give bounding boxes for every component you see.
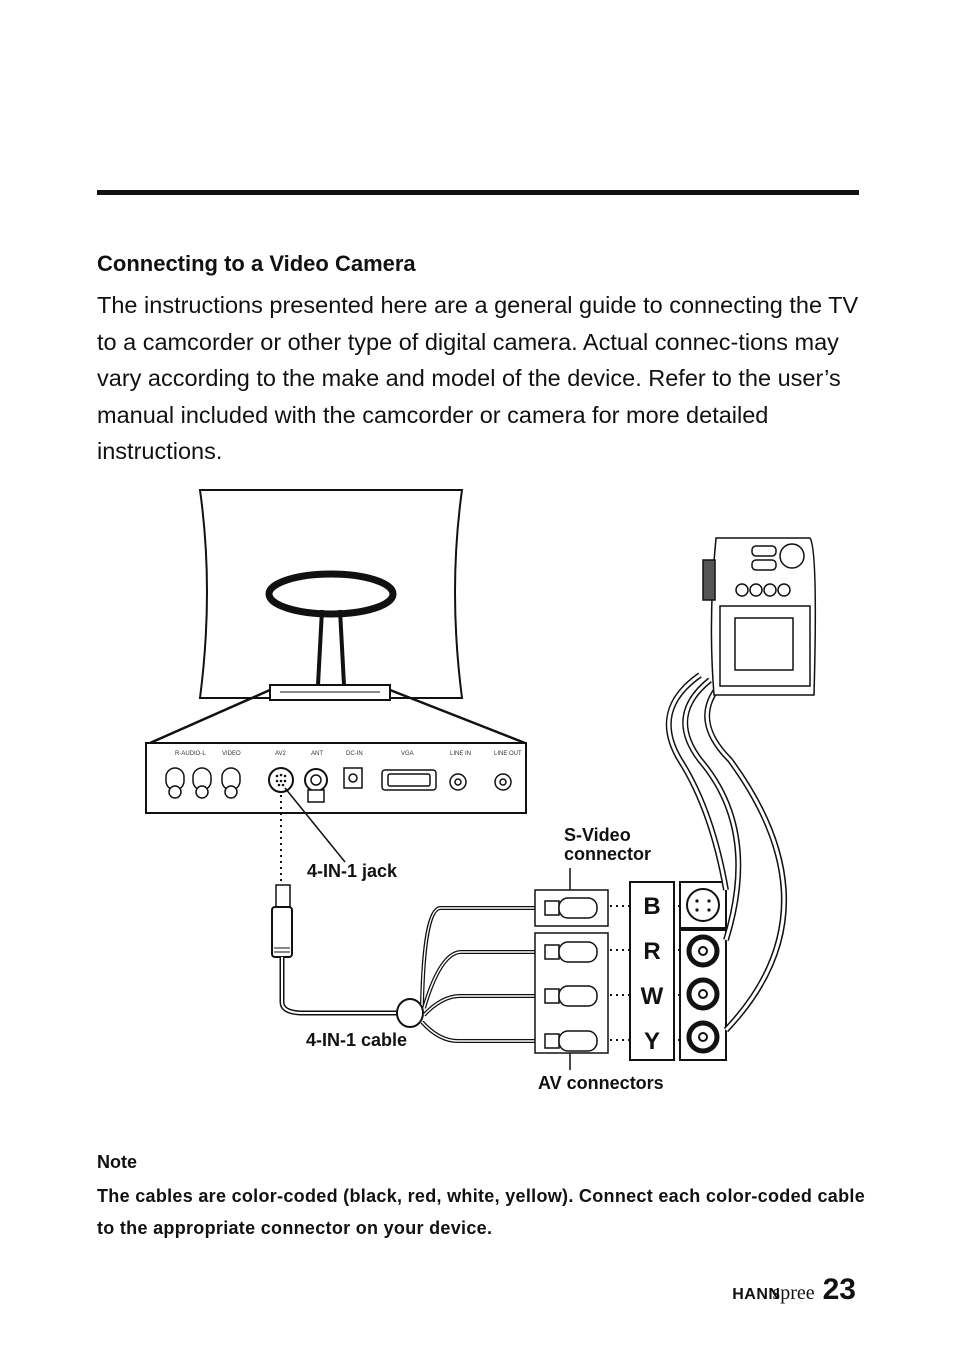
note-label: Note bbox=[97, 1152, 137, 1172]
letter-w: W bbox=[641, 983, 664, 1010]
page-footer: HANNspree 23 bbox=[732, 1273, 856, 1307]
dotted-connection-lines bbox=[610, 905, 682, 1041]
top-rule bbox=[97, 190, 859, 195]
camera-cables bbox=[665, 672, 787, 1033]
zoom-lines bbox=[149, 688, 526, 745]
tv-back-illustration bbox=[198, 489, 464, 701]
cable-label: 4-IN-1 cable bbox=[306, 1030, 407, 1050]
port-panel: R-AUDIO-L VIDEO AV2 ANT DC-IN VGA LINE I… bbox=[145, 742, 527, 814]
intro-paragraph: The instructions presented here are a ge… bbox=[97, 292, 859, 465]
svideo-label-line2: connector bbox=[564, 844, 651, 864]
letter-r: R bbox=[643, 938, 660, 965]
jack-label: 4-IN-1 jack bbox=[307, 861, 398, 881]
page-number: 23 bbox=[822, 1273, 856, 1306]
brand-logo: HANNspree bbox=[732, 1282, 814, 1305]
color-code-box bbox=[629, 881, 675, 1061]
port-label-video: VIDEO bbox=[222, 751, 241, 757]
connection-diagram: R-AUDIO-L VIDEO AV2 ANT DC-IN VGA LINE I… bbox=[145, 489, 817, 1093]
port-label-linein: LINE IN bbox=[450, 751, 471, 757]
section-title: Connecting to a Video Camera bbox=[97, 251, 416, 276]
port-label-ant: ANT bbox=[311, 751, 323, 757]
brand-light-text: spree bbox=[772, 1282, 815, 1304]
letter-y: Y bbox=[644, 1028, 660, 1055]
port-label-av2: AV2 bbox=[275, 751, 287, 757]
port-label-dcin: DC-IN bbox=[346, 751, 363, 757]
port-label-lineout: LINE OUT bbox=[494, 751, 522, 757]
note-text: The cables are color-coded (black, red, … bbox=[97, 1186, 866, 1238]
brand-bold-text: HANN bbox=[732, 1286, 781, 1303]
device-jacks bbox=[679, 881, 727, 1061]
port-label-vga: VGA bbox=[401, 751, 414, 757]
letter-b: B bbox=[643, 893, 660, 920]
svideo-label-line1: S-Video bbox=[564, 825, 631, 845]
connector-plugs bbox=[534, 889, 609, 1054]
camcorder-illustration bbox=[702, 537, 817, 696]
port-label-audio: R-AUDIO-L bbox=[175, 751, 206, 757]
jack-pointer-line bbox=[284, 787, 346, 863]
four-in-one-cable bbox=[271, 884, 540, 1044]
av-connectors-label: AV connectors bbox=[538, 1073, 664, 1093]
